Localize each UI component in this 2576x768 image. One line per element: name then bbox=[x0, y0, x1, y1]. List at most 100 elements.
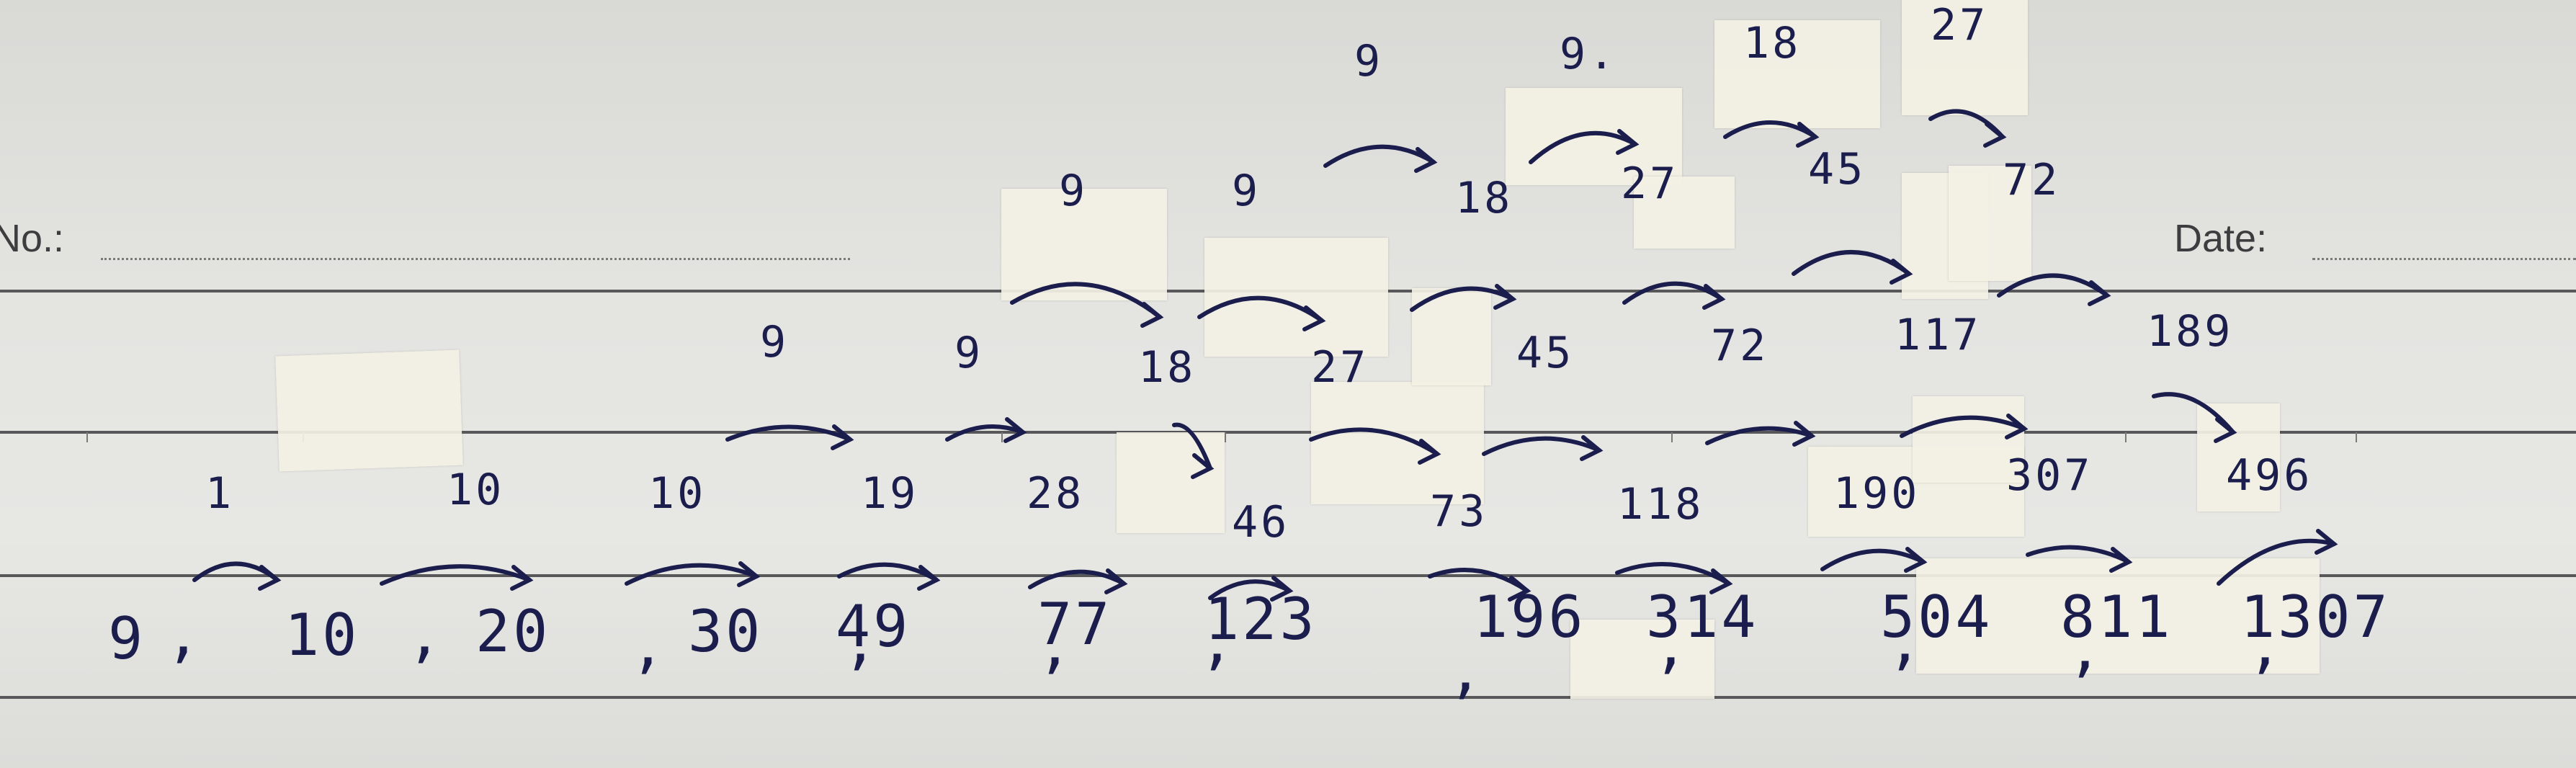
difference-value: 9 bbox=[1354, 36, 1384, 86]
tape-piece bbox=[1311, 382, 1484, 504]
difference-arc bbox=[625, 563, 759, 586]
arrowhead bbox=[1889, 259, 1913, 285]
sequence-term: , bbox=[1199, 609, 1238, 676]
arrowhead bbox=[2005, 414, 2029, 439]
sequence-term: 196 bbox=[1473, 584, 1586, 651]
ruler-tick bbox=[1671, 432, 1673, 442]
sequence-term: 123 bbox=[1204, 586, 1318, 653]
difference-value: 45 bbox=[1808, 144, 1866, 195]
difference-value: 496 bbox=[2226, 450, 2313, 501]
arrowhead bbox=[1508, 576, 1531, 602]
difference-arc bbox=[1820, 548, 1926, 571]
tape-piece bbox=[1634, 177, 1735, 249]
difference-arc bbox=[1028, 569, 1126, 589]
ruler-tick bbox=[2125, 432, 2126, 442]
difference-value: 307 bbox=[2006, 450, 2093, 501]
difference-arc bbox=[1997, 273, 2109, 298]
sequence-term: , bbox=[1887, 609, 1926, 676]
sequence-term: , bbox=[166, 602, 204, 669]
arrowhead bbox=[1104, 568, 1128, 594]
ruler-tick bbox=[86, 432, 88, 442]
arrowhead bbox=[2315, 529, 2338, 555]
difference-value: 10 bbox=[648, 468, 707, 519]
difference-value: 18 bbox=[1138, 342, 1197, 393]
difference-arc bbox=[380, 564, 532, 586]
tape-piece bbox=[1204, 238, 1388, 357]
difference-value: 27 bbox=[1621, 158, 1679, 209]
tape-piece bbox=[1913, 396, 2024, 483]
difference-value: 9. bbox=[1560, 29, 1618, 79]
date-field bbox=[2312, 258, 2576, 260]
difference-arc bbox=[1900, 415, 2026, 438]
sequence-term: 30 bbox=[688, 598, 764, 665]
arrowhead bbox=[1616, 129, 1640, 155]
difference-arc bbox=[1197, 295, 1324, 323]
sequence-term: , bbox=[1037, 612, 1075, 679]
difference-value: 19 bbox=[861, 468, 919, 519]
difference-value: 28 bbox=[1027, 468, 1085, 519]
difference-value: 1 bbox=[205, 468, 235, 519]
difference-arc bbox=[945, 424, 1025, 442]
difference-value: 118 bbox=[1617, 479, 1704, 530]
ruler-tick bbox=[1225, 432, 1226, 442]
arrowhead bbox=[1702, 284, 1726, 310]
difference-arc bbox=[2026, 545, 2131, 564]
tape-piece bbox=[1412, 288, 1491, 385]
arrowhead bbox=[1709, 568, 1733, 594]
tape-piece bbox=[1506, 88, 1682, 185]
sequence-term: , bbox=[407, 602, 445, 669]
difference-value: 46 bbox=[1232, 497, 1290, 548]
ruler-tick bbox=[2356, 432, 2357, 442]
arrowhead bbox=[258, 565, 282, 591]
tape-piece bbox=[1001, 189, 1167, 300]
arrowhead bbox=[1983, 122, 2007, 148]
sequence-term: 49 bbox=[836, 593, 911, 660]
arrowhead bbox=[1796, 122, 1820, 148]
arrowhead bbox=[737, 561, 761, 587]
arrowhead bbox=[1140, 302, 1164, 328]
difference-arc bbox=[2217, 538, 2336, 586]
sequence-term: , bbox=[630, 612, 668, 679]
difference-arc bbox=[1323, 144, 1436, 168]
difference-value: 9 bbox=[760, 317, 790, 367]
difference-arc bbox=[1705, 426, 1814, 445]
arrowhead bbox=[1904, 547, 1928, 573]
difference-arc bbox=[1482, 436, 1601, 456]
difference-value: 18 bbox=[1455, 173, 1513, 223]
difference-value: 73 bbox=[1430, 486, 1488, 537]
difference-value: 190 bbox=[1833, 468, 1920, 519]
difference-value: 117 bbox=[1895, 310, 1982, 360]
arrowhead bbox=[1302, 305, 1326, 331]
difference-arc bbox=[1208, 579, 1292, 600]
sequence-term: 10 bbox=[285, 602, 360, 669]
tape-piece bbox=[1570, 620, 1714, 699]
arrowhead bbox=[1580, 435, 1604, 461]
difference-arc bbox=[1410, 286, 1515, 312]
difference-arc bbox=[725, 424, 852, 442]
difference-arc bbox=[1615, 562, 1731, 586]
tape-piece bbox=[1949, 166, 2031, 281]
ruled-line bbox=[0, 696, 2576, 699]
difference-value: 27 bbox=[1931, 0, 1989, 50]
tape-piece bbox=[1902, 0, 2028, 115]
sequence-term: 77 bbox=[1037, 591, 1113, 658]
arrowhead bbox=[2088, 280, 2111, 306]
sequence-term: , bbox=[843, 609, 881, 676]
difference-arc bbox=[1010, 282, 1162, 319]
ruled-line bbox=[0, 431, 2576, 434]
difference-value: 189 bbox=[2147, 306, 2234, 357]
arrowhead bbox=[1414, 147, 1438, 173]
sequence-term: , bbox=[1448, 638, 1486, 705]
arrowhead bbox=[2214, 417, 2237, 443]
sequence-term: , bbox=[2067, 616, 2106, 683]
difference-arc bbox=[1172, 422, 1212, 470]
difference-value: 72 bbox=[2003, 155, 2061, 205]
sequence-term: 314 bbox=[1646, 584, 1759, 651]
tape-piece bbox=[1714, 20, 1880, 128]
tape-piece bbox=[1916, 558, 2320, 674]
difference-arc bbox=[837, 562, 939, 582]
arrowhead bbox=[1270, 576, 1294, 602]
tape-piece bbox=[2197, 403, 2280, 512]
arrowhead bbox=[1003, 417, 1027, 443]
